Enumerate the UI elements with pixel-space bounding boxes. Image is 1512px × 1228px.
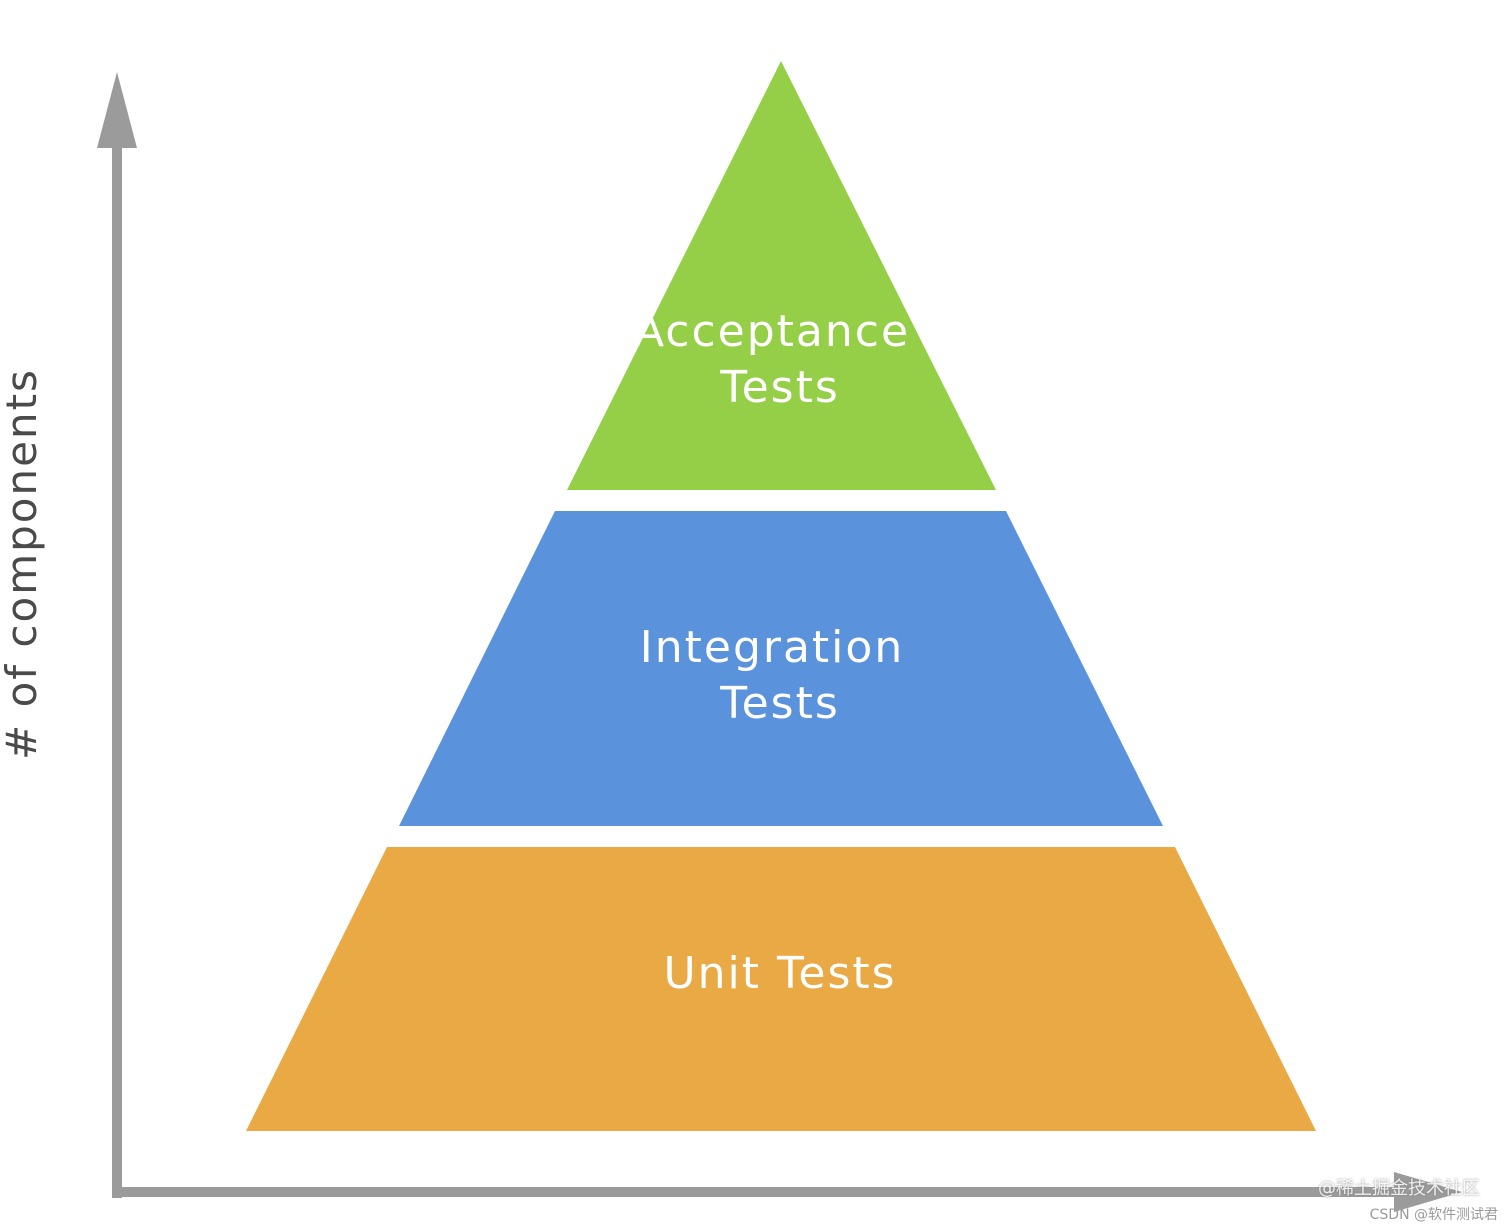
tier-integration-label: Integration Tests (640, 622, 920, 729)
y-axis-label: # of components (0, 368, 46, 760)
tier-acceptance-label-line-2: Tests (719, 362, 840, 413)
y-axis-line (112, 140, 122, 1198)
tier-unit-label-line-1: Unit Tests (663, 948, 896, 999)
tier-acceptance (567, 61, 996, 490)
watermark-juejin: @稀土掘金技术社区 (1318, 1178, 1480, 1199)
tier-integration (399, 511, 1163, 826)
tier-unit (246, 847, 1316, 1131)
x-axis-arrow-icon (1394, 1172, 1462, 1212)
tier-acceptance-label-line-1: Acceptance (634, 306, 910, 357)
y-axis-arrow-icon (97, 72, 137, 148)
tier-integration-label-line-1: Integration (640, 622, 904, 673)
watermark-csdn: CSDN @软件测试君 (1369, 1207, 1498, 1223)
tier-unit-label: Unit Tests (663, 948, 896, 999)
tier-acceptance-label: Acceptance Tests (634, 306, 926, 413)
tier-integration-label-line-2: Tests (719, 678, 840, 729)
x-axis-line (112, 1187, 1412, 1197)
